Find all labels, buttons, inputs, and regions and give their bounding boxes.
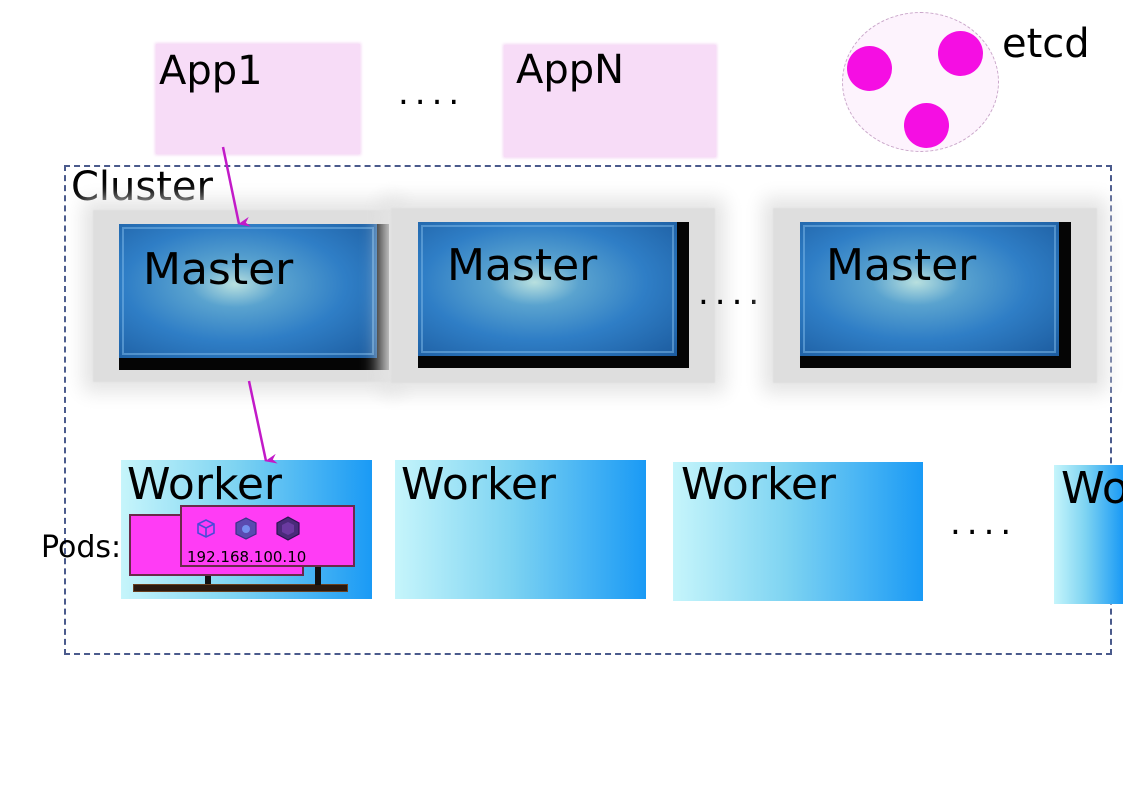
pod-network-bar (133, 584, 348, 592)
pod-front-card: 192.168.100.10 (180, 505, 355, 567)
app-n-label: AppN (516, 47, 625, 93)
master-2-label: Master (447, 240, 598, 291)
worker-3-node (673, 462, 923, 601)
pod-ip-label: 192.168.100.10 (187, 548, 307, 566)
cluster-boundary (64, 165, 1112, 655)
worker-2-node (395, 460, 646, 599)
master-3-node (800, 222, 1071, 368)
cluster-label: Cluster (71, 164, 213, 210)
masters-ellipsis: .... (698, 273, 766, 313)
worker-4-label: Worker (1061, 465, 1123, 514)
app-to-master-arrow (221, 146, 251, 227)
pods-label: Pods: (41, 530, 122, 565)
app-n-node (504, 45, 716, 157)
master-3-label: Master (826, 240, 977, 291)
container-icon (235, 517, 257, 540)
app-1-node (156, 44, 360, 154)
apps-ellipsis: .... (398, 73, 466, 113)
container-icon (276, 516, 300, 541)
master-2-node (418, 222, 689, 368)
app-1-label: App1 (159, 48, 263, 94)
worker-3-label: Worker (681, 459, 837, 510)
worker-2-label: Worker (401, 459, 557, 510)
master-to-worker-arrow (247, 380, 278, 464)
workers-ellipsis: .... (950, 503, 1018, 543)
pod-stand (205, 573, 211, 584)
master-1-label: Master (143, 244, 294, 295)
master-1-node (119, 224, 389, 370)
etcd-member-dot (938, 31, 983, 76)
worker-4-node: Worker (1054, 465, 1123, 604)
etcd-label: etcd (1002, 21, 1090, 67)
etcd-member-dot (904, 103, 949, 148)
container-icon (197, 519, 215, 538)
etcd-member-dot (847, 46, 892, 91)
worker-1-label: Worker (127, 459, 283, 510)
pod-stand (315, 565, 321, 585)
